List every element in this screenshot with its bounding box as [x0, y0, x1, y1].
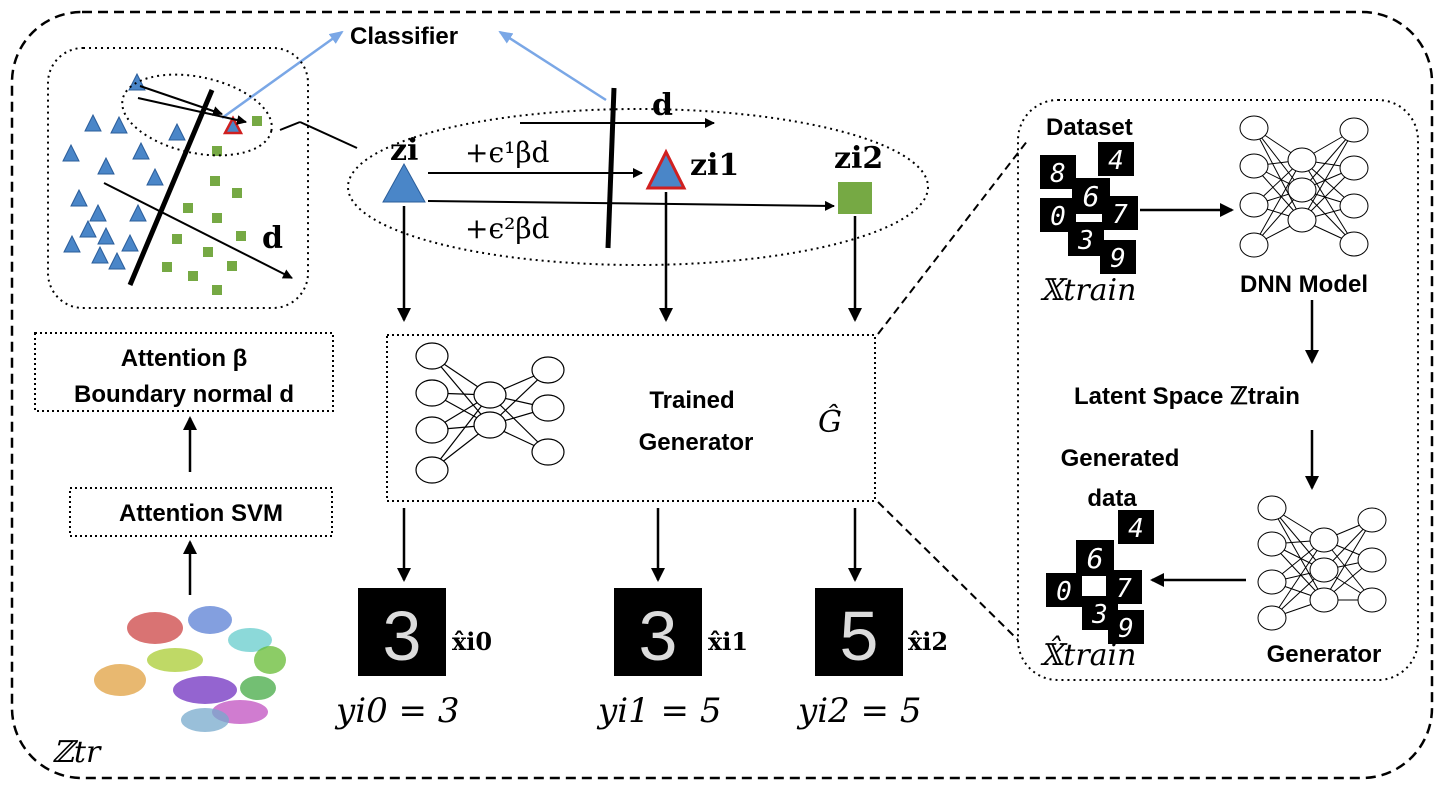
eps2-label: +ϵ²βd: [465, 212, 550, 245]
zi2-label: zi2: [834, 141, 883, 176]
triangle-zi1: [645, 148, 687, 190]
boundary-normal-label: Boundary normal d: [74, 381, 294, 408]
decision-boundary-big: [605, 87, 617, 249]
gen-digit-1: 6: [1087, 542, 1104, 575]
generated-image-0: [358, 588, 446, 676]
right-panel: [1017, 99, 1419, 681]
arrow-small-d: [103, 182, 293, 279]
zi-label: zi: [390, 133, 418, 168]
connector-small-to-ellipse-2: [299, 121, 358, 149]
x-hat-2-label: x̂i2: [908, 627, 948, 656]
zoom-line-bottom: [877, 501, 1019, 641]
z-tr-label: ℤtr: [52, 735, 102, 770]
generated-data-label-1: Generated: [1061, 445, 1180, 472]
gen-digit-3: 7: [1116, 574, 1132, 604]
gen-digit-0: 4: [1128, 514, 1144, 544]
d-label-top: d: [652, 88, 673, 123]
d-label-small: d: [262, 221, 283, 256]
zi1-label: zi1: [690, 148, 739, 183]
scatter-squares: [162, 116, 262, 295]
gen-digit-5: 9: [1118, 614, 1134, 644]
classifier-arrow-left: [221, 30, 344, 120]
dnn-model-label: DNN Model: [1240, 271, 1368, 298]
zoom-line-top: [877, 139, 1029, 335]
decision-boundary-small: [127, 89, 215, 286]
generator-network-icon-right: [1257, 495, 1387, 631]
dataset-digit-1: 4: [1108, 146, 1124, 176]
dataset-digit-2: 6: [1083, 180, 1100, 213]
dataset-digit-6: 9: [1110, 244, 1126, 274]
dataset-digit-5: 3: [1077, 226, 1094, 256]
scatter-triangles: [62, 72, 186, 270]
outer-frame: [10, 10, 1434, 780]
classifier-arrow-right: [498, 30, 607, 102]
generated-digit-2: 5: [840, 597, 879, 675]
latent-cluster-plot: [94, 606, 286, 732]
latent-space-label: Latent Space ℤtrain: [1074, 383, 1300, 410]
generated-digit-0: 3: [383, 597, 422, 675]
generated-image-1: [614, 588, 702, 676]
square-zi2: [838, 182, 872, 214]
x-train-label: 𝕏train: [1040, 273, 1136, 308]
attention-box: [34, 332, 334, 412]
dataset-digit-0: 8: [1050, 159, 1066, 189]
y2-label: yi2 = 5: [796, 691, 921, 731]
y1-label: yi1 = 5: [596, 691, 721, 731]
attention-svm-label: Attention SVM: [119, 500, 283, 527]
generator-network-icon: [415, 342, 565, 484]
dnn-network-icon: [1239, 115, 1369, 258]
scatter-panel: [47, 47, 309, 309]
attention-svm-box: [69, 487, 333, 537]
trained-generator-label-2: Generator: [639, 429, 754, 456]
zoom-ellipse: [121, 73, 273, 157]
connector-small-to-ellipse: [279, 121, 301, 131]
adversarial-triangle-small: [222, 115, 244, 135]
triangle-zi: [382, 162, 426, 203]
generated-data-label-2: data: [1087, 485, 1137, 512]
eps1-label: +ϵ¹βd: [465, 136, 550, 169]
gen-digit-4: 3: [1091, 600, 1108, 630]
gen-digit-2: 0: [1056, 577, 1072, 607]
arrow-small-1: [139, 85, 223, 116]
y0-label: yi0 = 3: [334, 691, 459, 731]
generated-digit-1: 3: [639, 597, 678, 675]
x-hat-1-label: x̂i1: [708, 627, 748, 656]
arrow-eps2: [427, 200, 835, 211]
dataset-digit-3: 0: [1050, 202, 1066, 232]
latent-ellipse: [347, 108, 929, 266]
trained-generator-box: [386, 334, 876, 502]
dataset-digit-4: 7: [1112, 200, 1128, 230]
g-hat-label: Ĝ: [818, 404, 842, 440]
x-hat-0-label: x̂i0: [452, 627, 492, 656]
dataset-label: Dataset: [1046, 114, 1133, 141]
trained-generator-label-1: Trained: [649, 387, 734, 414]
generated-image-2: [815, 588, 903, 676]
arrow-small-2: [137, 97, 247, 125]
x-hat-train-label: 𝕏̂train: [1040, 636, 1136, 673]
classifier-label: Classifier: [350, 23, 458, 50]
attention-beta-label: Attention β: [121, 345, 248, 372]
generated-data-digits: 4 6 0 7 3 9: [1046, 510, 1154, 644]
dataset-digits: 8 4 6 0 7 3 9: [1040, 142, 1138, 274]
generator-label: Generator: [1267, 641, 1382, 668]
